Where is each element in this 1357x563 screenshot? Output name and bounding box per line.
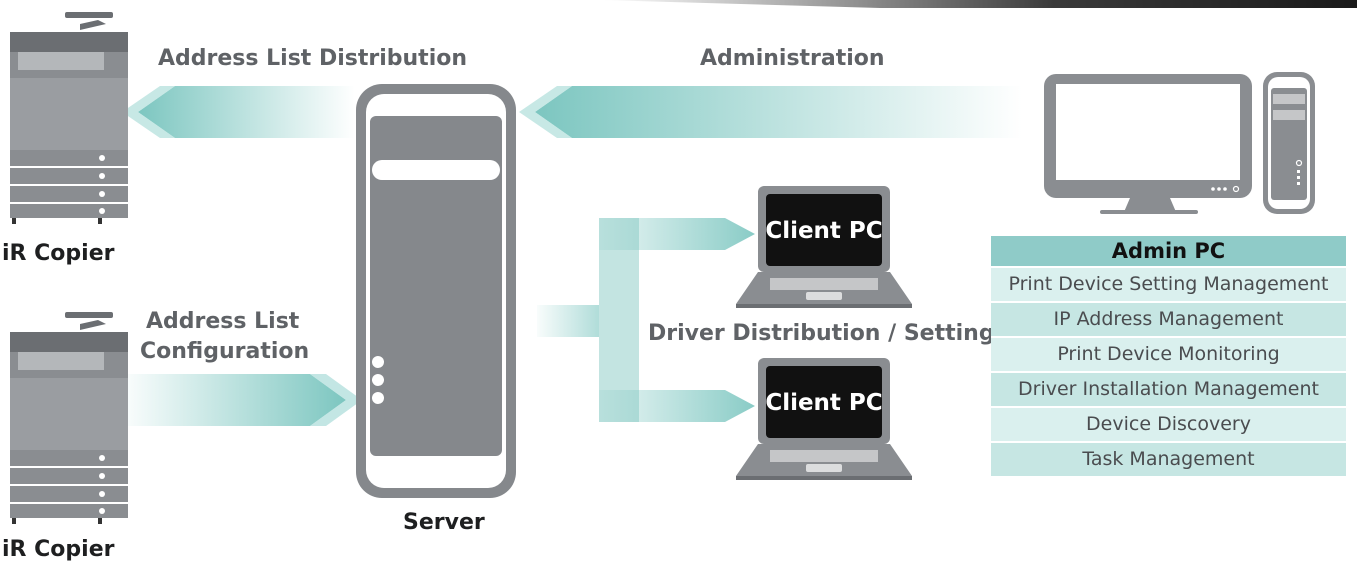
arrow-address-list-distribution (122, 86, 355, 138)
copier-icon (10, 312, 128, 524)
feature-item: Print Device Monitoring (991, 336, 1346, 371)
feature-item: Print Device Setting Management (991, 266, 1346, 301)
feature-item: IP Address Management (991, 301, 1346, 336)
copier-icon (10, 12, 128, 224)
desktop-monitor-icon (1044, 74, 1252, 214)
tower-pc-icon (1263, 72, 1315, 214)
laptop-icon: Client PC (736, 186, 912, 308)
feature-item: Task Management (991, 441, 1346, 476)
client-pc-screen-label: Client PC (765, 218, 882, 244)
label-address-list-configuration-line1: Address List (146, 309, 300, 334)
label-address-list-distribution: Address List Distribution (158, 46, 468, 71)
arrow-address-list-configuration (128, 374, 362, 426)
label-administration: Administration (700, 46, 885, 71)
feature-item: Device Discovery (991, 406, 1346, 441)
header-bar-decoration (600, 0, 1357, 8)
label-server: Server (403, 510, 485, 535)
feature-item: Driver Installation Management (991, 371, 1346, 406)
client-pc-screen-label: Client PC (765, 390, 882, 416)
label-copier-top: iR Copier (2, 241, 115, 266)
server-icon (356, 84, 516, 498)
admin-pc-title: Admin PC (991, 236, 1346, 266)
label-driver-distribution: Driver Distribution / Setting (648, 321, 995, 346)
label-copier-bottom: iR Copier (2, 537, 115, 562)
label-address-list-configuration-line2: Configuration (140, 339, 310, 364)
arrow-driver-distribution (537, 218, 755, 422)
laptop-icon: Client PC (736, 358, 912, 480)
arrow-administration (519, 86, 1022, 138)
admin-pc-feature-table: Admin PC Print Device Setting Management… (991, 236, 1346, 476)
